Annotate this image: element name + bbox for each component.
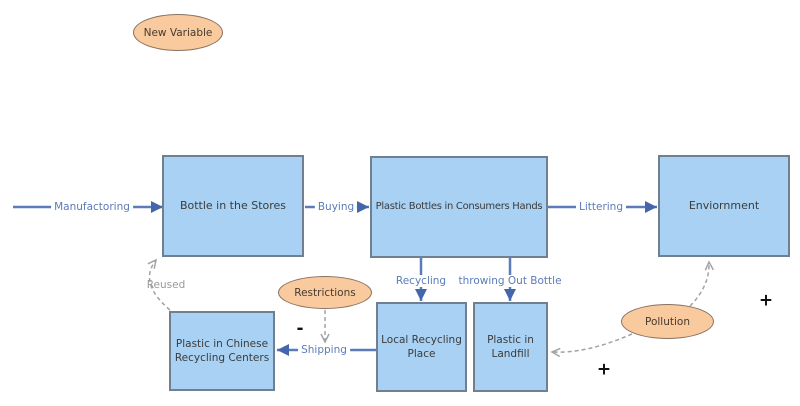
variable-pollution[interactable]: Pollution xyxy=(621,304,714,339)
flow-label-throwing-out-bottle[interactable]: throwing Out Bottle xyxy=(455,275,565,287)
sign-pollution-landfill-plus: + xyxy=(596,359,612,380)
sign-pollution-environment-plus: + xyxy=(758,290,774,311)
flow-label-recycling[interactable]: Recycling xyxy=(392,275,450,287)
sign-restrictions-shipping-minus: - xyxy=(296,318,304,339)
stock-plastic-in-landfill[interactable]: Plastic in Landfill xyxy=(473,302,548,392)
stock-consumers-hands[interactable]: Plastic Bottles in Consumers Hands xyxy=(370,156,548,258)
stock-chinese-recycling-centers[interactable]: Plastic in Chinese Recycling Centers xyxy=(169,311,275,391)
link-label-reused[interactable]: Reused xyxy=(146,279,186,291)
link-pollution-to-landfill[interactable] xyxy=(550,333,633,358)
link-pollution-to-environment[interactable] xyxy=(689,260,714,307)
variable-new-variable[interactable]: New Variable xyxy=(133,14,223,51)
variable-restrictions[interactable]: Restrictions xyxy=(278,276,372,309)
flow-label-shipping[interactable]: Shipping xyxy=(298,344,350,356)
flow-label-littering[interactable]: Littering xyxy=(575,201,627,213)
link-reused-curve[interactable] xyxy=(147,258,171,311)
flow-label-manufactoring[interactable]: Manufactoring xyxy=(51,201,133,213)
stock-bottle-in-stores[interactable]: Bottle in the Stores xyxy=(162,155,304,257)
stock-environment[interactable]: Enviornment xyxy=(658,155,790,257)
stock-local-recycling-place[interactable]: Local Recycling Place xyxy=(376,302,467,392)
flow-label-buying[interactable]: Buying xyxy=(314,201,358,213)
